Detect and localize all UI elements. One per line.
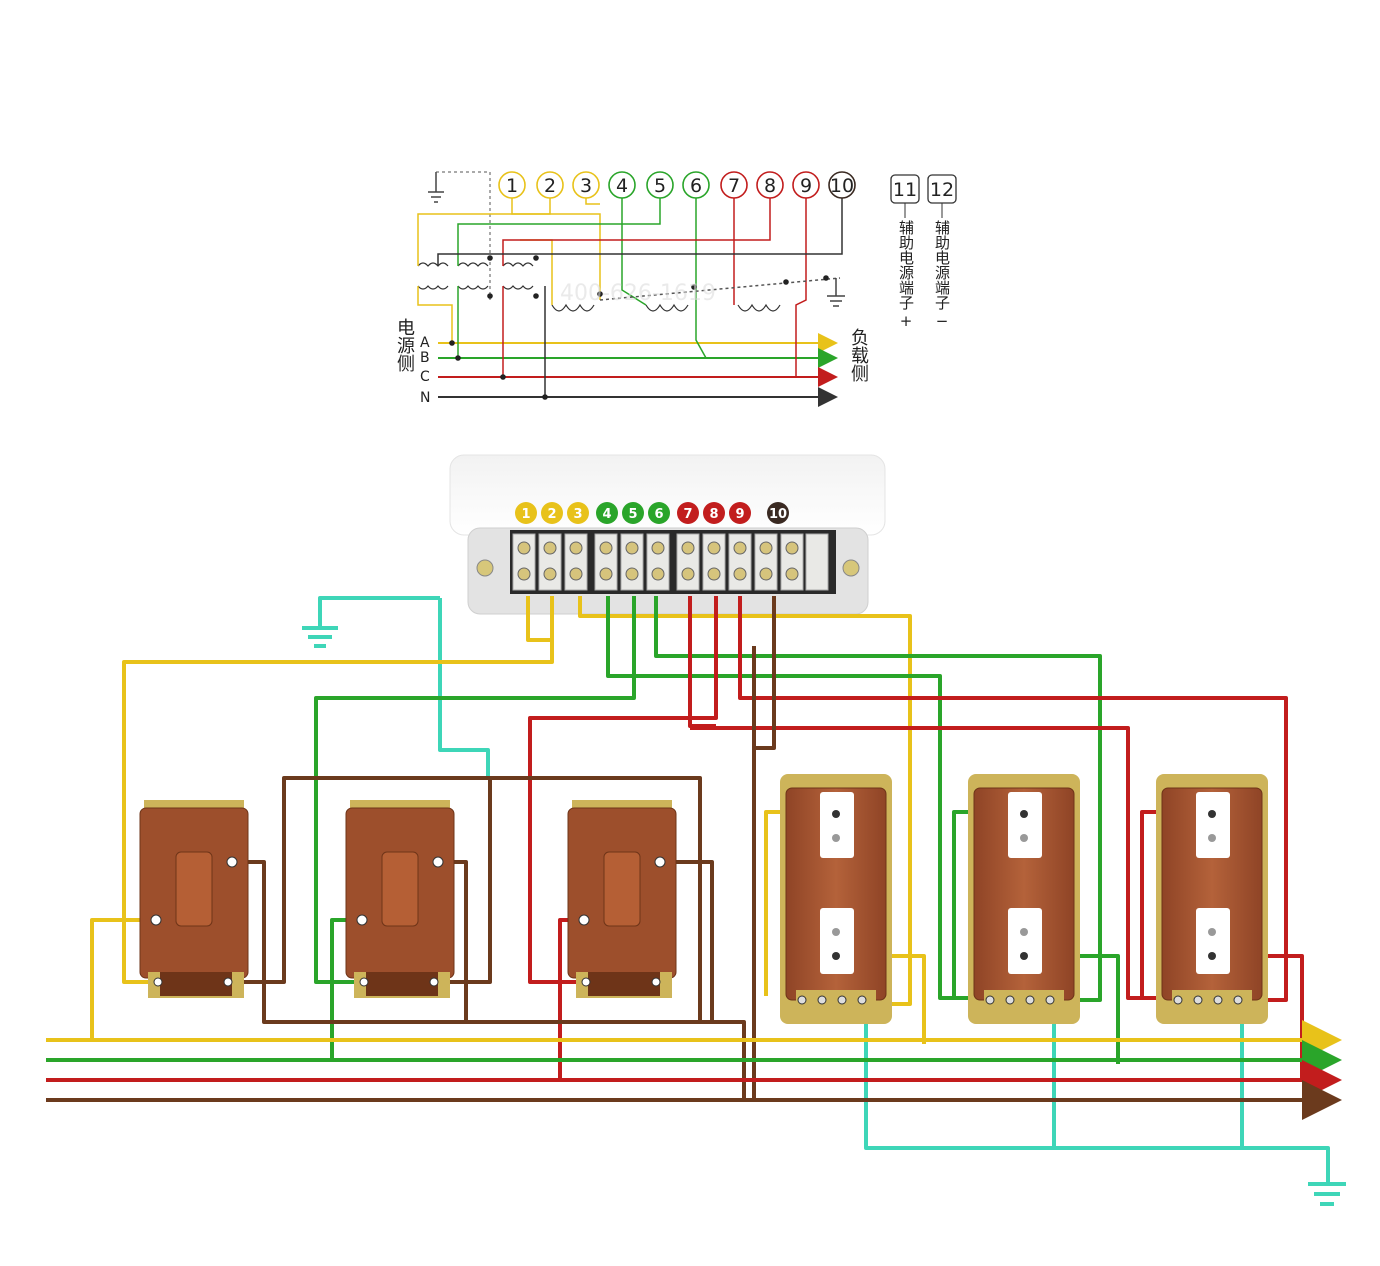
- ground-symbol-icon: [302, 626, 338, 648]
- voltage-transformer-2: [345, 800, 455, 998]
- meter-badge-num: 6: [654, 507, 663, 522]
- phase-label-a: A: [420, 335, 430, 351]
- field-wiring: [46, 596, 1342, 1182]
- meter-badge-num: 9: [735, 507, 744, 522]
- aux-terminal-12: 12: [927, 174, 957, 218]
- schematic-terminal-2: 2: [536, 171, 564, 199]
- meter-badge-num: 5: [628, 507, 637, 522]
- schematic: A B C N: [417, 171, 845, 407]
- meter-badge-10: 10: [767, 502, 789, 524]
- meter-badge-6: 6: [648, 502, 670, 524]
- schematic-terminal-num: 7: [728, 175, 740, 197]
- meter-terminal-screw: [620, 533, 644, 591]
- meter-badge-9: 9: [729, 502, 751, 524]
- schematic-terminal-4: 4: [608, 171, 636, 199]
- current-transformer-3: [1156, 774, 1268, 1024]
- meter-terminal-screw: [702, 533, 726, 591]
- current-transformer-1: [780, 774, 892, 1024]
- meter-terminal-screw: [564, 533, 588, 591]
- schematic-terminal-num: 10: [830, 175, 854, 197]
- meter-terminal-screw: [594, 533, 618, 591]
- load-side-label: 负载侧: [848, 328, 869, 382]
- meter-terminal-screw: [646, 533, 670, 591]
- meter-badge-num: 3: [573, 507, 582, 522]
- ground-symbol-icon: [827, 278, 845, 307]
- aux-terminal-11: 11: [890, 174, 920, 218]
- ground-symbol-icon: [1308, 1182, 1346, 1206]
- schematic-terminal-7: 7: [720, 171, 748, 199]
- aux-terminal-11-num: 11: [893, 179, 917, 201]
- schematic-terminal-num: 2: [544, 175, 556, 197]
- schematic-terminal-8: 8: [756, 171, 784, 199]
- energy-meter: [449, 454, 886, 615]
- meter-badge-num: 4: [602, 507, 611, 522]
- phase-label-b: B: [420, 350, 430, 366]
- schematic-terminal-num: 3: [580, 175, 592, 197]
- schematic-terminal-1: 1: [498, 171, 526, 199]
- meter-badge-num: 7: [683, 507, 692, 522]
- meter-badge-3: 3: [567, 502, 589, 524]
- aux-terminal-12-label: 辅助电源端子 −: [933, 220, 951, 330]
- meter-badge-num: 10: [769, 507, 787, 522]
- meter-badges: 1 2 3 4 5 6 7 8 9 10: [515, 502, 789, 524]
- meter-badge-8: 8: [703, 502, 725, 524]
- phase-label-n: N: [420, 390, 430, 406]
- meter-terminal-screw: [512, 533, 536, 591]
- aux-terminal-12-num: 12: [930, 179, 954, 201]
- schematic-terminal-3: 3: [572, 171, 600, 199]
- schematic-terminal-num: 1: [506, 175, 518, 197]
- meter-badge-5: 5: [622, 502, 644, 524]
- schematic-terminal-6: 6: [682, 171, 710, 199]
- meter-terminal-screw: [538, 533, 562, 591]
- schematic-terminal-10: 10: [828, 171, 856, 199]
- meter-badge-num: 8: [709, 507, 718, 522]
- meter-badge-2: 2: [541, 502, 563, 524]
- ground-symbol-icon: [428, 172, 444, 203]
- current-transformer-2: [968, 774, 1080, 1024]
- schematic-terminal-num: 9: [800, 175, 812, 197]
- meter-badge-1: 1: [515, 502, 537, 524]
- meter-badge-num: 1: [521, 507, 530, 522]
- voltage-transformer-1: [139, 800, 249, 998]
- schematic-terminal-num: 6: [690, 175, 702, 197]
- schematic-terminal-num: 5: [654, 175, 666, 197]
- phase-label-c: C: [420, 369, 430, 385]
- schematic-terminal-5: 5: [646, 171, 674, 199]
- meter-terminal-screw: [754, 533, 778, 591]
- meter-badge-4: 4: [596, 502, 618, 524]
- meter-screw-right-icon: [842, 559, 860, 577]
- schematic-terminals: 1 2 3 4 5 6 7 8 9 10: [498, 171, 856, 199]
- voltage-transformer-3: [567, 800, 677, 998]
- source-side-label: 电源侧: [394, 318, 415, 372]
- schematic-terminal-num: 4: [616, 175, 628, 197]
- schematic-terminal-9: 9: [792, 171, 820, 199]
- meter-terminal-screw: [780, 533, 804, 591]
- aux-terminal-11-label: 辅助电源端子 +: [897, 220, 915, 330]
- meter-terminal-screw: [728, 533, 752, 591]
- meter-screw-left-icon: [476, 559, 494, 577]
- meter-terminal-screw: [676, 533, 700, 591]
- meter-badge-num: 2: [547, 507, 556, 522]
- watermark-phone: 400-626-1619: [560, 281, 716, 306]
- schematic-terminal-num: 8: [764, 175, 776, 197]
- meter-badge-7: 7: [677, 502, 699, 524]
